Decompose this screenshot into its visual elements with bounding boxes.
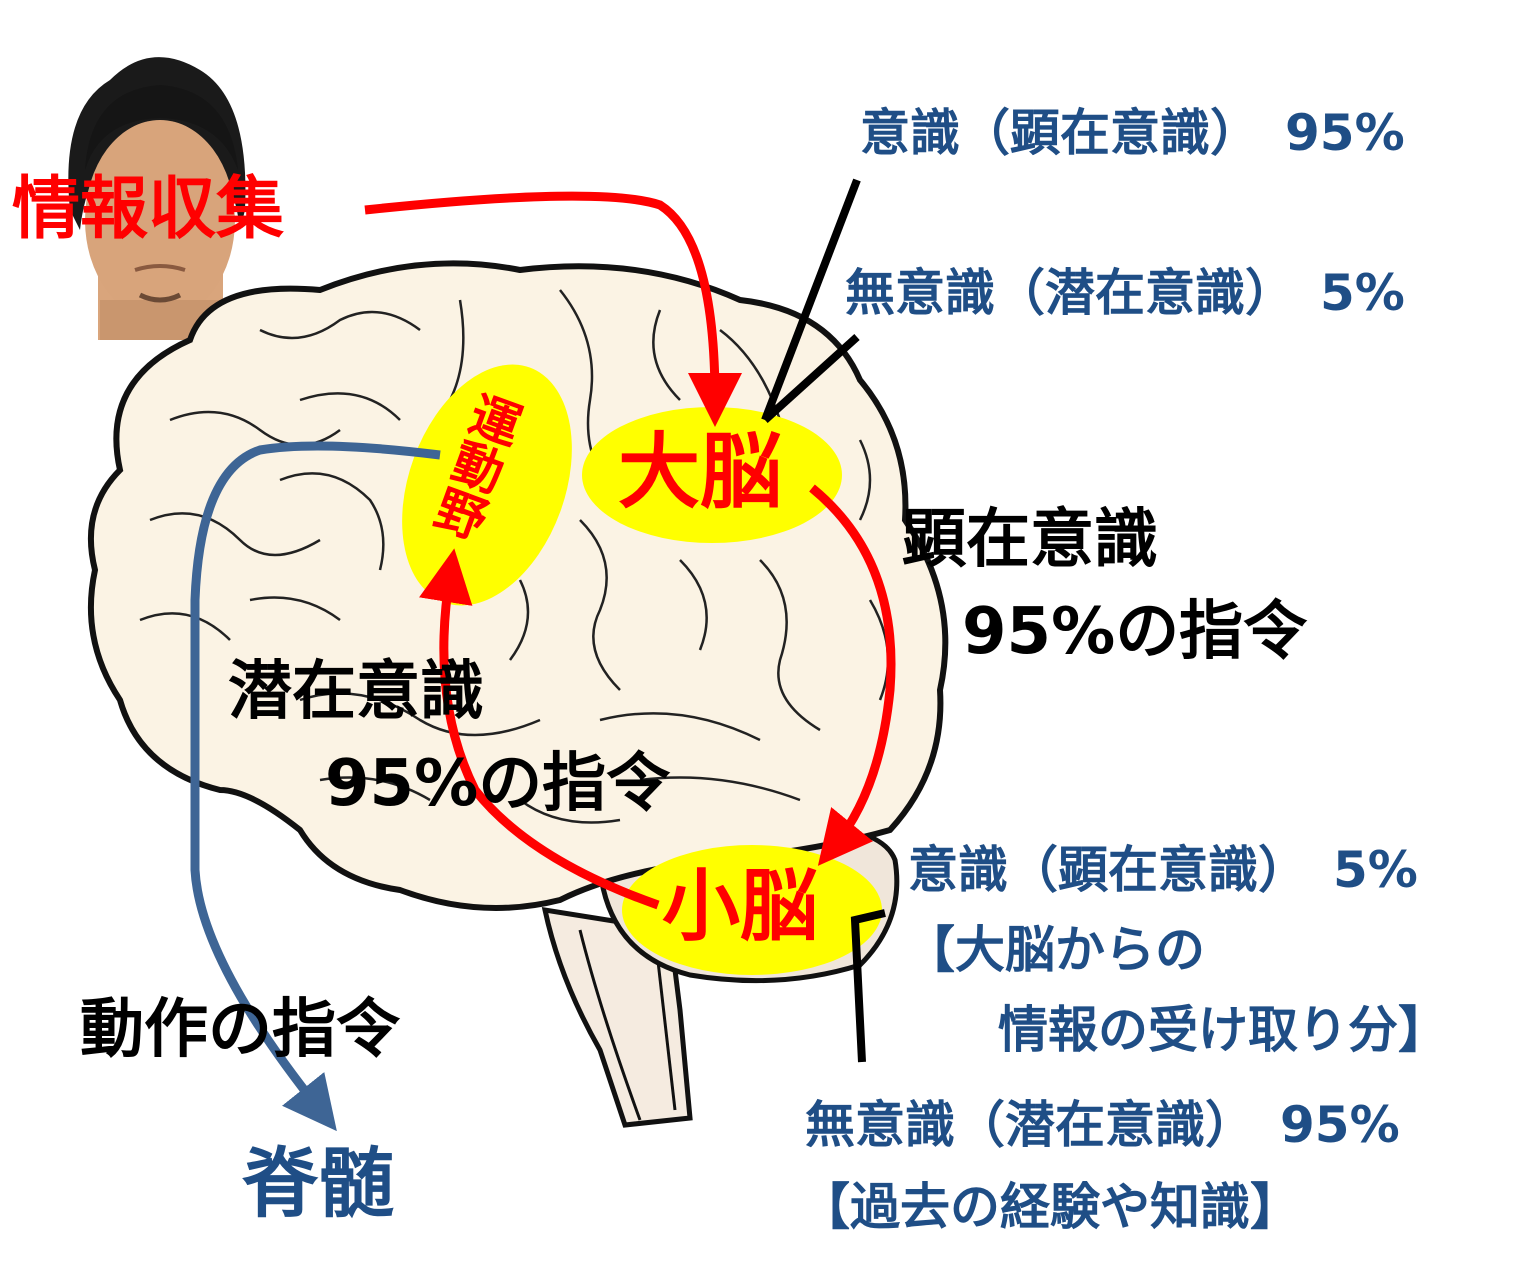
cerebrum-unconscious-note: 無意識（潜在意識） 5% bbox=[845, 264, 1405, 322]
cerebellum-highlight bbox=[622, 845, 882, 975]
cerebrum-highlight bbox=[582, 407, 842, 543]
brain-sulci bbox=[139, 289, 890, 824]
brain-stem bbox=[541, 906, 693, 1128]
arrow-cerebrum-to-cerebellum bbox=[809, 484, 896, 866]
person-photo bbox=[68, 57, 246, 340]
cerebellum-label: 小脳 bbox=[662, 862, 819, 952]
latent-consciousness-title: 潜在意識 bbox=[228, 655, 484, 729]
cerebellum-unconscious-note: 無意識（潜在意識） 95% bbox=[805, 1096, 1400, 1154]
cerebrum-label: 大脳 bbox=[618, 425, 783, 520]
spinal-cord-label: 脊髄 bbox=[242, 1139, 394, 1228]
cerebellum-conscious-detail-2: 情報の受け取り分】 bbox=[998, 1001, 1448, 1059]
explicit-consciousness-title: 顕在意識 bbox=[902, 503, 1158, 577]
cerebellum-conscious-detail-1: 【大脳からの bbox=[905, 921, 1205, 979]
arrow-motor-to-spinal bbox=[190, 441, 441, 1132]
arrow-info-to-cerebrum bbox=[364, 191, 742, 427]
motor-area-highlight bbox=[402, 364, 572, 606]
arrow-cerebellum-to-motor bbox=[419, 548, 660, 910]
cerebellum-unconscious-detail: 【過去の経験や知識】 bbox=[800, 1178, 1300, 1236]
motion-command-label: 動作の指令 bbox=[80, 993, 400, 1067]
cerebellum-conscious-note: 意識（顕在意識） 5% bbox=[908, 841, 1418, 899]
cerebrum-conscious-note: 意識（顕在意識） 95% bbox=[860, 104, 1405, 162]
explicit-consciousness-sub: 95%の指令 bbox=[962, 595, 1308, 669]
info-gathering-label: 情報収集 bbox=[12, 170, 285, 249]
pointer-lines bbox=[761, 178, 886, 1063]
latent-consciousness-sub: 95%の指令 bbox=[325, 747, 671, 821]
